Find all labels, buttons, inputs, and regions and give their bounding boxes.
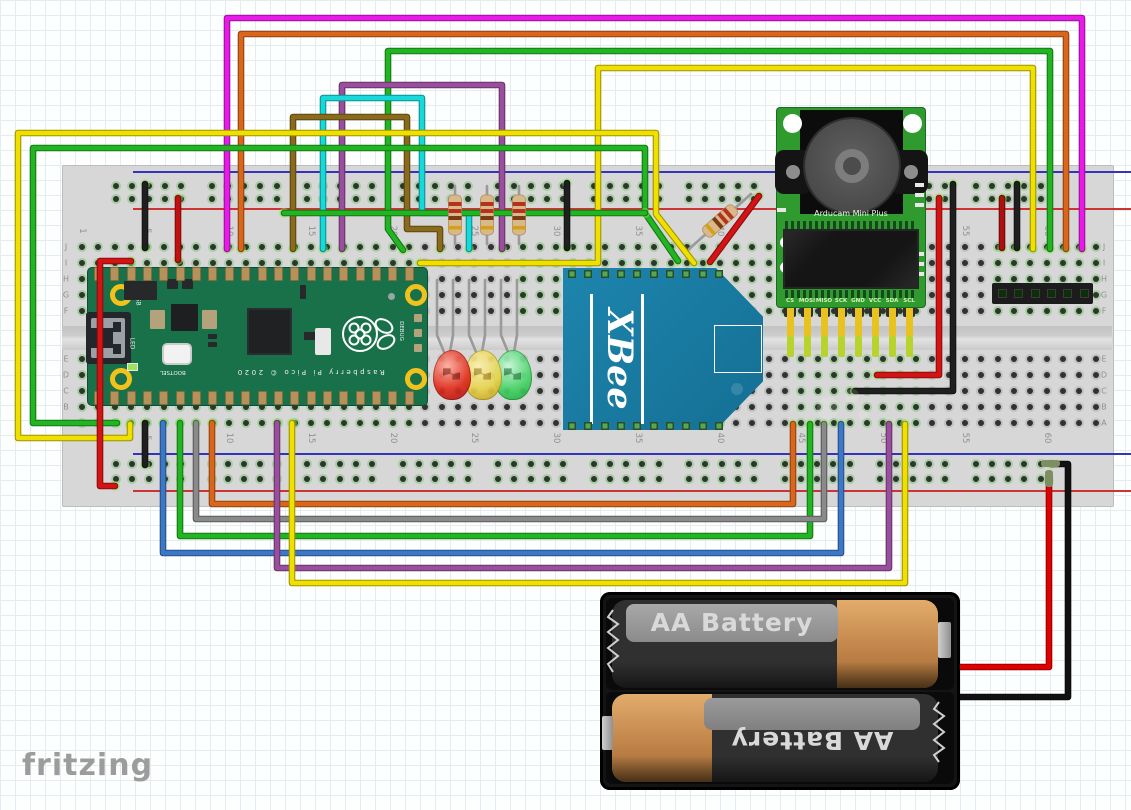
wire-cyan-loop[interactable] xyxy=(320,95,472,252)
wire-green-left[interactable] xyxy=(30,145,681,426)
wire-red-diagonal[interactable] xyxy=(707,193,762,265)
top-rail-red-line xyxy=(133,208,1131,210)
wire-end-cap xyxy=(1045,470,1053,487)
wire-gray-bottom[interactable] xyxy=(193,420,827,522)
arducam-mini-plus[interactable]: V T Arducam Mini Plus CSMOSIMISOSCKGNDVC… xyxy=(775,108,928,307)
battery-terminal xyxy=(602,716,613,750)
resistor-4[interactable] xyxy=(701,203,740,239)
bootsel-button[interactable] xyxy=(164,345,190,363)
resistor-3[interactable] xyxy=(512,194,526,236)
arducam-chip xyxy=(783,229,919,289)
wire-orange-top[interactable] xyxy=(238,31,1069,252)
fritzing-logo: fritzing xyxy=(22,748,154,783)
battery-label-top: AA Battery xyxy=(650,608,814,637)
arducam-pin-label-cs: CS xyxy=(785,298,795,304)
raspberry-pi-logo xyxy=(342,316,396,352)
battery-spring xyxy=(932,701,946,763)
battery-terminal xyxy=(938,622,951,658)
bottom-rail-blue-line xyxy=(133,453,1131,455)
pico-mount-hole xyxy=(405,283,427,306)
wire-red-battery[interactable] xyxy=(932,478,1052,670)
wire-red-left[interactable] xyxy=(97,258,134,489)
pico-mount-hole xyxy=(405,367,427,390)
top-rail-blue-line xyxy=(133,171,1131,173)
arducam-pin-label-sda: SDA xyxy=(885,298,899,304)
wire-brown-loop[interactable] xyxy=(290,114,443,252)
battery-holder[interactable]: AA Battery AA Battery xyxy=(600,592,960,790)
wire-yellow-bottom[interactable] xyxy=(289,420,908,586)
arducam-pin-label-gnd: GND xyxy=(851,298,865,304)
resistor-2[interactable] xyxy=(480,194,494,236)
battery-cell-top: AA Battery xyxy=(612,600,938,688)
wire-purple-bottom[interactable] xyxy=(274,420,892,571)
arducam-pin-label-sck: SCK xyxy=(834,298,848,304)
wire-purple-top[interactable] xyxy=(339,82,505,252)
wire-end-cap xyxy=(1041,460,1060,467)
battery-spring xyxy=(606,609,620,673)
wire-red-arducam[interactable] xyxy=(874,195,942,378)
arducam-pin-label-vcc: VCC xyxy=(868,298,882,304)
pico-mount-hole xyxy=(110,367,132,390)
wire-yellow-right[interactable] xyxy=(417,65,1036,266)
led-red[interactable] xyxy=(433,350,471,400)
xbee-antenna-outline xyxy=(714,325,762,373)
pico-led xyxy=(128,364,137,370)
rp2040-chip xyxy=(247,308,292,355)
micro-usb-connector xyxy=(86,312,131,364)
arducam-title: Arducam Mini Plus xyxy=(814,209,888,218)
wire-blue-bottom[interactable] xyxy=(160,420,844,556)
arducam-pin-label-miso: MISO xyxy=(815,298,833,304)
wire-yellow-left[interactable] xyxy=(15,130,697,441)
arducam-pin-label-mosi: MOSI xyxy=(798,298,816,304)
xbee-module[interactable] xyxy=(563,268,763,430)
wire-orange-bottom[interactable] xyxy=(209,420,796,507)
resistor-1[interactable] xyxy=(448,194,462,236)
bottom-rail-red-line xyxy=(133,490,1131,492)
battery-cell-bottom: AA Battery xyxy=(612,694,938,782)
raspberry-pi-pico[interactable]: USB LED BOOTSEL Raspberry Pi Pico © xyxy=(86,268,427,405)
wire-green-bottom[interactable] xyxy=(177,420,813,539)
female-header-6pin[interactable] xyxy=(992,283,1093,304)
wire-green-top[interactable] xyxy=(385,48,1053,253)
wire-black-arducam[interactable] xyxy=(852,181,956,394)
arducam-pin-label-scl: SCL xyxy=(903,298,915,304)
